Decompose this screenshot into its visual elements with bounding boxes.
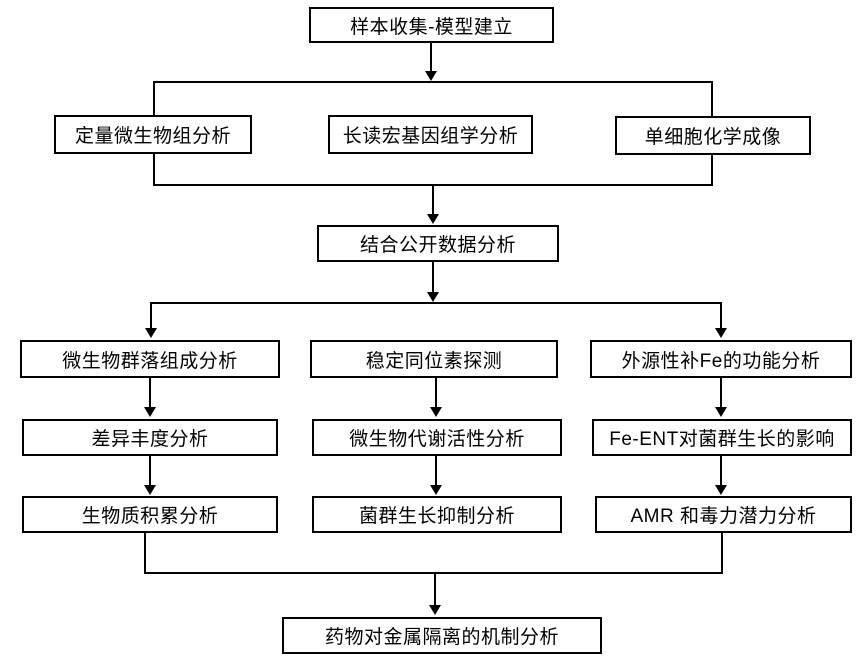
arrow-down-icon — [145, 328, 157, 338]
connector-col3-step1 — [720, 377, 722, 409]
connector-branch-to-publicdata — [432, 184, 434, 216]
node-single-cell-imaging: 单细胞化学成像 — [615, 116, 811, 155]
connector-merge-to-mechanism — [434, 572, 436, 607]
merge-line — [144, 572, 723, 574]
node-growth-inhibition: 菌群生长抑制分析 — [312, 496, 562, 533]
arrow-down-icon — [715, 407, 727, 417]
node-community-composition: 微生物群落组成分析 — [20, 340, 280, 378]
node-sample-model: 样本收集-模型建立 — [309, 7, 554, 43]
connector-col1-step1 — [149, 377, 151, 409]
connector-col2-step1 — [435, 377, 437, 409]
node-label: 外源性补Fe的功能分析 — [621, 350, 821, 372]
node-public-data: 结合公开数据分析 — [317, 225, 559, 262]
connector-sample-to-branch — [430, 43, 432, 73]
node-mechanism: 药物对金属隔离的机制分析 — [282, 617, 602, 654]
node-label: 差异丰度分析 — [91, 429, 209, 450]
connector-split-to-col1 — [150, 302, 152, 330]
split-line — [151, 302, 722, 304]
node-quant-microbiome: 定量微生物组分析 — [54, 115, 252, 154]
connector-col1-step2 — [149, 455, 151, 486]
node-amr-virulence: AMR 和毒力潜力分析 — [595, 496, 852, 533]
node-fe-ent-effect: Fe-ENT对菌群生长的影响 — [592, 419, 852, 456]
node-isotope-probing: 稳定同位素探测 — [310, 340, 558, 378]
arrow-down-icon — [430, 407, 442, 417]
arrow-down-icon — [144, 485, 156, 495]
arrow-down-icon — [429, 605, 441, 615]
node-biomass-accumulation: 生物质积累分析 — [22, 496, 278, 533]
arrow-down-icon — [715, 328, 727, 338]
arrow-down-icon — [430, 485, 442, 495]
node-label: Fe-ENT对菌群生长的影响 — [609, 429, 835, 450]
connector-col3-step2 — [720, 455, 722, 486]
node-long-read-metagenomics: 长读宏基因组学分析 — [328, 115, 533, 154]
node-label: 定量微生物组分析 — [74, 126, 231, 147]
arrow-down-icon — [715, 485, 727, 495]
node-label: 微生物群落组成分析 — [62, 350, 238, 372]
arrow-down-icon — [425, 71, 437, 81]
connector-col1-to-merge — [144, 532, 146, 574]
node-label: 单细胞化学成像 — [644, 127, 782, 148]
node-label: 结合公开数据分析 — [359, 235, 516, 256]
node-differential-abundance: 差异丰度分析 — [22, 419, 278, 456]
node-label: 微生物代谢活性分析 — [349, 429, 525, 450]
connector-col3-to-merge — [721, 532, 723, 574]
arrow-down-icon — [427, 292, 439, 302]
node-exogenous-fe: 外源性补Fe的功能分析 — [590, 340, 852, 378]
node-label: 生物质积累分析 — [81, 506, 219, 527]
node-label: 样本收集-模型建立 — [350, 16, 513, 38]
arrow-down-icon — [144, 407, 156, 417]
arrow-down-icon — [427, 214, 439, 224]
connector-publicdata-to-split — [432, 262, 434, 294]
connector-split-to-col3 — [720, 302, 722, 330]
connector-col2-step2 — [435, 455, 437, 486]
node-label: 药物对金属隔离的机制分析 — [324, 627, 559, 648]
node-label: AMR 和毒力潜力分析 — [630, 506, 817, 527]
node-label: 长读宏基因组学分析 — [342, 126, 519, 147]
node-label: 稳定同位素探测 — [365, 350, 503, 372]
node-label: 菌群生长抑制分析 — [358, 506, 515, 527]
node-metabolic-activity: 微生物代谢活性分析 — [312, 419, 562, 456]
